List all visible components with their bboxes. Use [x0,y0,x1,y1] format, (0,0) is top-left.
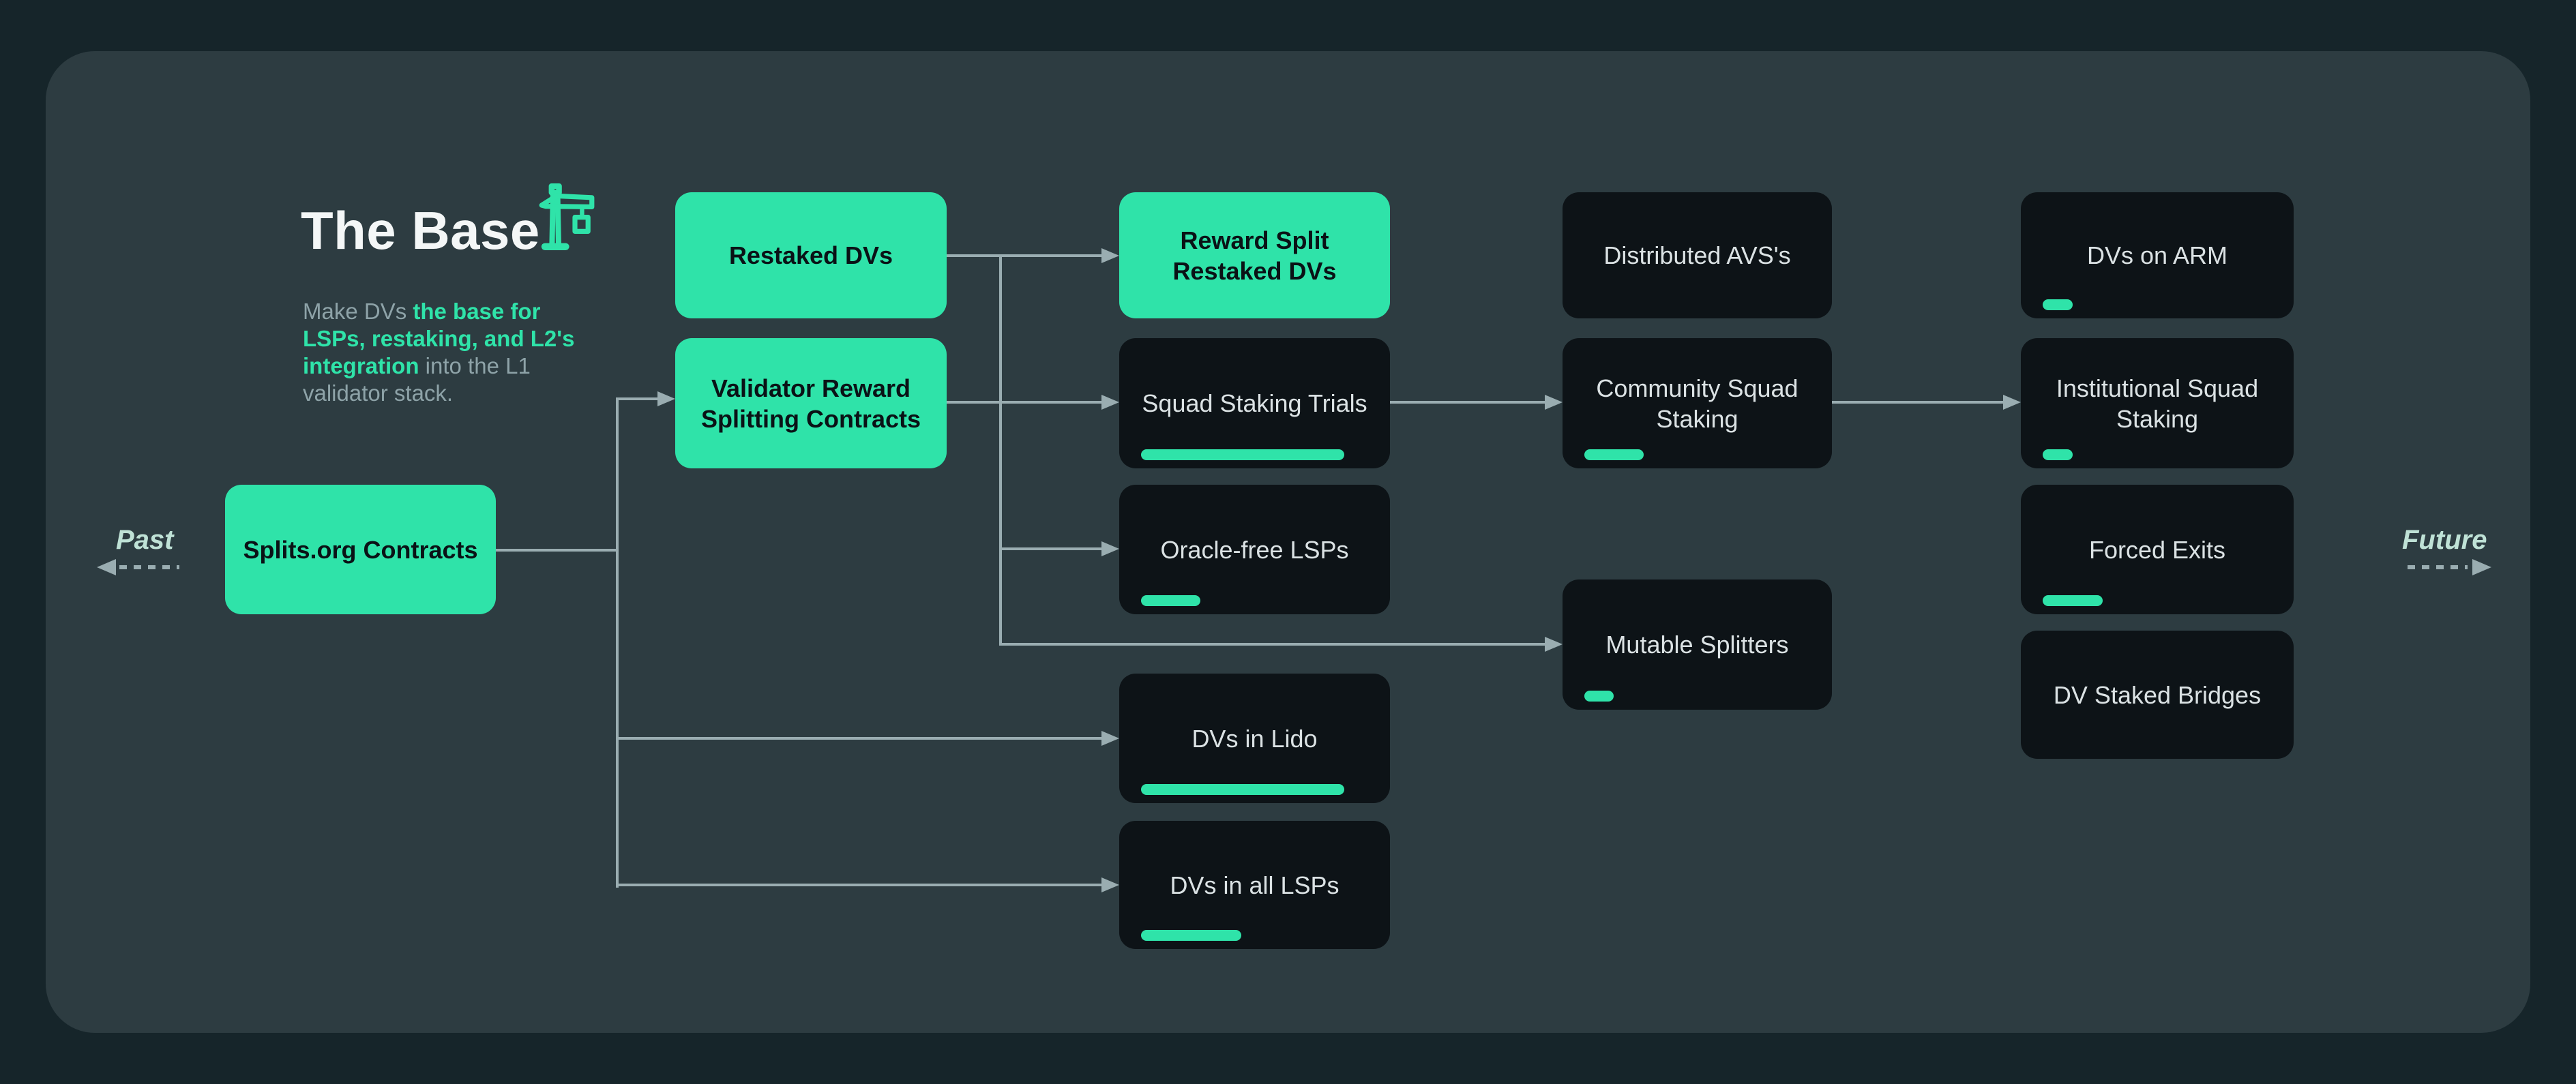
progress-bar [1141,930,1241,941]
progress-bar [1141,595,1201,606]
arrowhead-validator-reward [657,391,675,406]
node-mutable-splitters: Mutable Splitters [1563,579,1832,710]
connector-to-dvs-in-lido [616,737,1104,740]
node-oracle-free-lsps: Oracle-free LSPs [1119,485,1390,614]
connector-to-oracle-free [999,547,1104,550]
connector-to-validator-reward [616,397,660,400]
node-reward-split-restaked-dvs: Reward Split Restaked DVs [1119,192,1390,318]
past-dashed-line [119,565,179,569]
page-subtitle: Make DVs the base for LSPs, restaking, a… [303,299,575,406]
connector-to-mutable-splitters [999,643,1548,646]
node-community-squad-staking: Community Squad Staking [1563,338,1832,468]
future-dashed-line [2408,565,2468,569]
roadmap-board: The Base Make DVs the base for LSPs, res… [46,51,2530,1033]
arrowhead-dvs-in-lido [1101,731,1119,746]
node-splits-org-contracts: Splits.org Contracts [225,485,496,614]
future-arrowhead-icon [2472,559,2491,575]
connector-community-to-institutional [1832,401,2003,404]
node-dvs-on-arm: DVs on ARM [2021,192,2294,318]
node-squad-staking-trials: Squad Staking Trials [1119,338,1390,468]
progress-bar [2043,595,2103,606]
past-arrowhead-icon [97,559,116,575]
node-validator-reward-splitting: Validator Reward Splitting Contracts [675,338,947,468]
progress-bar [1141,784,1344,795]
node-dv-staked-bridges: DV Staked Bridges [2021,631,2294,759]
page-title: The Base [301,200,540,260]
crane-icon [539,183,595,250]
progress-bar [1584,449,1644,460]
node-institutional-squad-staking: Institutional Squad Staking [2021,338,2294,468]
node-restaked-dvs: Restaked DVs [675,192,947,318]
connector-left-trunk-vertical [616,397,619,888]
connector-restaked-to-rewardsplit [947,254,1104,257]
progress-bar [1584,691,1614,702]
connector-squad-to-community [1390,401,1545,404]
arrowhead-reward-split [1101,248,1119,263]
node-distributed-avss: Distributed AVS's [1563,192,1832,318]
node-forced-exits: Forced Exits [2021,485,2294,614]
connector-mid-trunk-vertical [999,254,1002,646]
past-label: Past [116,525,174,555]
progress-bar [2043,449,2073,460]
arrowhead-mutable-splitters [1545,637,1563,652]
progress-bar [1141,449,1344,460]
future-label: Future [2402,525,2487,555]
arrowhead-community [1545,395,1563,410]
arrowhead-dvs-in-all-lsps [1101,877,1119,892]
progress-bar [2043,299,2073,310]
node-dvs-in-all-lsps: DVs in all LSPs [1119,821,1390,949]
connector-validator-to-squad [947,401,1104,404]
arrowhead-oracle-free [1101,541,1119,556]
arrowhead-squad-trials [1101,395,1119,410]
connector-to-dvs-in-all-lsps [616,884,1104,886]
connector-splits-trunk [496,549,619,552]
arrowhead-institutional [2003,395,2021,410]
node-dvs-in-lido: DVs in Lido [1119,674,1390,803]
